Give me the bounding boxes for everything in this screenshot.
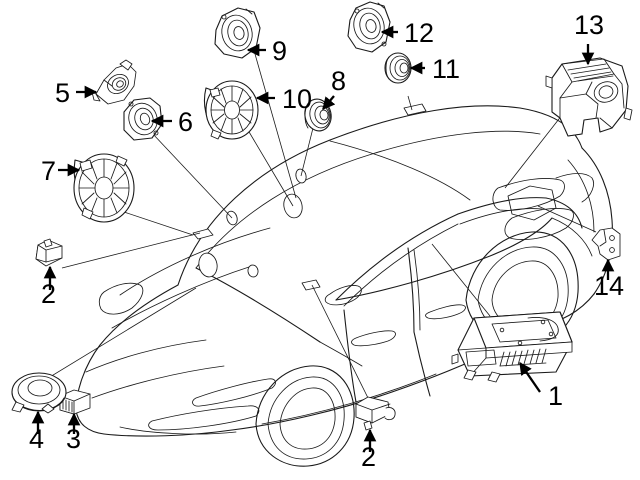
callout-label-7: 7 bbox=[41, 156, 56, 186]
callout-label-2b: 2 bbox=[361, 442, 376, 472]
arrow-8 bbox=[322, 95, 336, 110]
part-amplifier-module bbox=[451, 311, 573, 383]
part-dome-tweeter bbox=[384, 52, 412, 84]
part-round-speaker bbox=[11, 372, 67, 414]
callout-label-10: 10 bbox=[282, 84, 312, 114]
part-retainer-clip-rear bbox=[355, 396, 396, 431]
arrow-1 bbox=[519, 361, 541, 393]
part-woofer-large bbox=[73, 153, 135, 223]
callout-labels: 1 2 2 3 4 5 6 7 8 9 10 11 12 13 14 bbox=[29, 10, 624, 472]
callout-label-2a: 2 bbox=[41, 279, 56, 309]
part-angled-tweeter-bracket bbox=[91, 59, 137, 105]
car-body-outline bbox=[75, 105, 613, 467]
part-subwoofer-enclosure bbox=[545, 57, 633, 137]
callout-label-14: 14 bbox=[594, 271, 624, 301]
callout-label-9: 9 bbox=[272, 36, 287, 66]
callout-label-1: 1 bbox=[548, 381, 563, 411]
leader-lines bbox=[39, 53, 597, 405]
callout-label-12: 12 bbox=[404, 18, 434, 48]
part-oval-speaker-upper bbox=[347, 1, 391, 53]
callout-label-3: 3 bbox=[66, 424, 81, 454]
part-midrange-speaker bbox=[123, 97, 163, 141]
installed-location-markers bbox=[192, 103, 427, 291]
callout-label-4: 4 bbox=[29, 424, 44, 454]
part-mounting-bracket bbox=[591, 227, 621, 261]
callout-label-5: 5 bbox=[55, 78, 70, 108]
callout-label-11: 11 bbox=[432, 54, 460, 84]
callout-arrows bbox=[31, 25, 615, 452]
callout-label-6: 6 bbox=[178, 107, 193, 137]
part-retainer-clip-front bbox=[35, 238, 63, 267]
callout-label-13: 13 bbox=[574, 10, 604, 40]
callout-label-8: 8 bbox=[331, 66, 346, 96]
part-woofer-medium bbox=[203, 80, 259, 140]
